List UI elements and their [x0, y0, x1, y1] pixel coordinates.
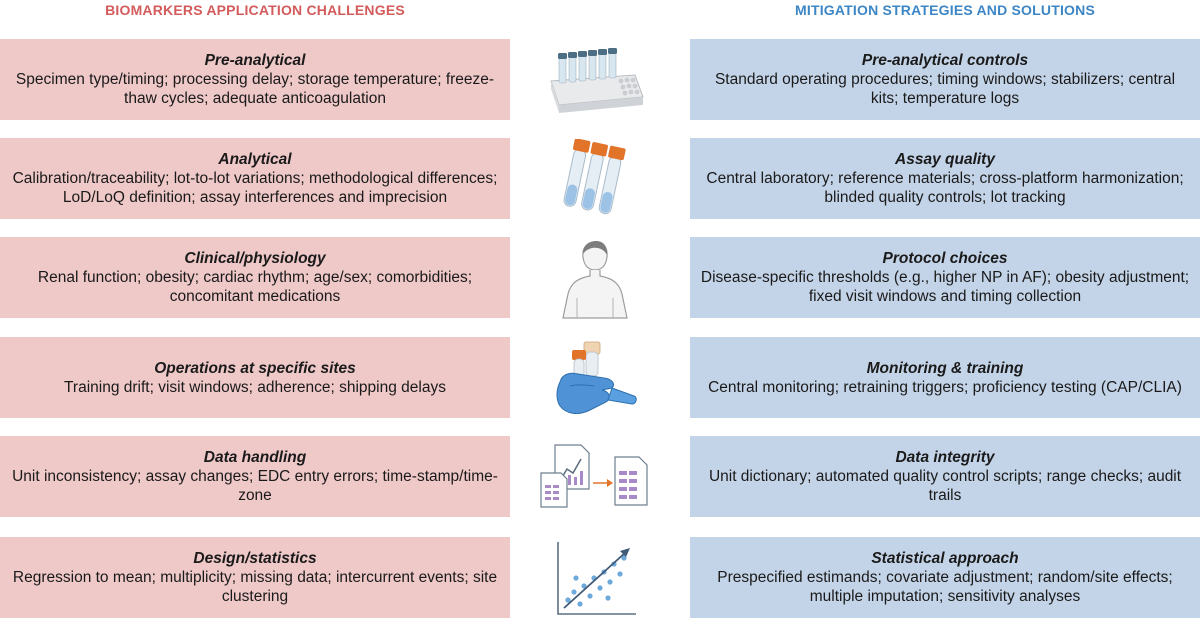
challenge-box: Design/statistics Regression to mean; mu… — [0, 537, 510, 618]
challenge-box: Clinical/physiology Renal function; obes… — [0, 237, 510, 318]
solution-title: Statistical approach — [871, 550, 1019, 567]
challenge-title: Analytical — [218, 151, 292, 168]
challenge-description: Renal function; obesity; cardiac rhythm;… — [37, 269, 473, 305]
row-design-statistics: Design/statistics Regression to mean; mu… — [0, 537, 1200, 618]
challenge-title: Design/statistics — [193, 550, 317, 567]
solution-title: Data integrity — [895, 449, 995, 466]
solution-box: Protocol choices Disease-specific thresh… — [690, 237, 1200, 318]
solution-description: Central monitoring; retraining triggers;… — [708, 378, 1182, 396]
row-clinical-physiology: Clinical/physiology Renal function; obes… — [0, 237, 1200, 319]
solution-description: Prespecified estimands; covariate adjust… — [717, 569, 1173, 605]
challenge-box: Analytical Calibration/traceability; lot… — [0, 138, 510, 219]
challenge-description: Unit inconsistency; assay changes; EDC e… — [12, 468, 498, 504]
challenge-description: Training drift; visit windows; adherence… — [64, 378, 446, 396]
challenge-description: Calibration/traceability; lot-to-lot var… — [12, 170, 498, 206]
solution-box: Assay quality Central laboratory; refere… — [690, 138, 1200, 219]
challenge-title: Clinical/physiology — [184, 250, 326, 267]
row-operations: Operations at specific sites Training dr… — [0, 337, 1200, 418]
gloved-hand-sample-icon — [530, 337, 660, 418]
solution-description: Standard operating procedures; timing wi… — [714, 71, 1176, 107]
solution-description: Unit dictionary; automated quality contr… — [708, 468, 1182, 504]
challenge-title: Data handling — [203, 449, 307, 466]
row-analytical: Analytical Calibration/traceability; lot… — [0, 138, 1200, 219]
solution-title: Assay quality — [895, 151, 995, 168]
solution-title: Monitoring & training — [866, 359, 1024, 377]
challenge-description: Specimen type/timing; processing delay; … — [15, 71, 495, 107]
solution-title: Pre-analytical controls — [861, 52, 1029, 69]
challenge-box: Operations at specific sites Training dr… — [0, 337, 510, 418]
challenge-title: Operations at specific sites — [154, 359, 356, 377]
challenge-box: Pre-analytical Specimen type/timing; pro… — [0, 39, 510, 120]
row-pre-analytical: Pre-analytical Specimen type/timing; pro… — [0, 39, 1200, 120]
row-data-handling: Data handling Unit inconsistency; assay … — [0, 436, 1200, 517]
challenges-header: BIOMARKERS APPLICATION CHALLENGES — [105, 2, 405, 18]
challenge-description: Regression to mean; multiplicity; missin… — [12, 569, 498, 605]
patient-silhouette-icon — [530, 237, 660, 319]
solution-box: Statistical approach Prespecified estima… — [690, 537, 1200, 618]
solution-description: Disease-specific thresholds (e.g., highe… — [700, 269, 1190, 305]
scatter-plot-icon — [530, 537, 660, 618]
solution-title: Protocol choices — [882, 250, 1008, 267]
data-files-icon — [530, 436, 660, 517]
solution-description: Central laboratory; reference materials;… — [706, 170, 1184, 206]
solution-box: Monitoring & training Central monitoring… — [690, 337, 1200, 418]
solutions-header: MITIGATION STRATEGIES AND SOLUTIONS — [795, 2, 1095, 18]
challenge-box: Data handling Unit inconsistency; assay … — [0, 436, 510, 517]
solution-box: Pre-analytical controls Standard operati… — [690, 39, 1200, 120]
solution-box: Data integrity Unit dictionary; automate… — [690, 436, 1200, 517]
test-tubes-icon — [530, 138, 660, 219]
challenge-title: Pre-analytical — [204, 52, 306, 69]
sample-tube-rack-icon — [530, 39, 660, 120]
